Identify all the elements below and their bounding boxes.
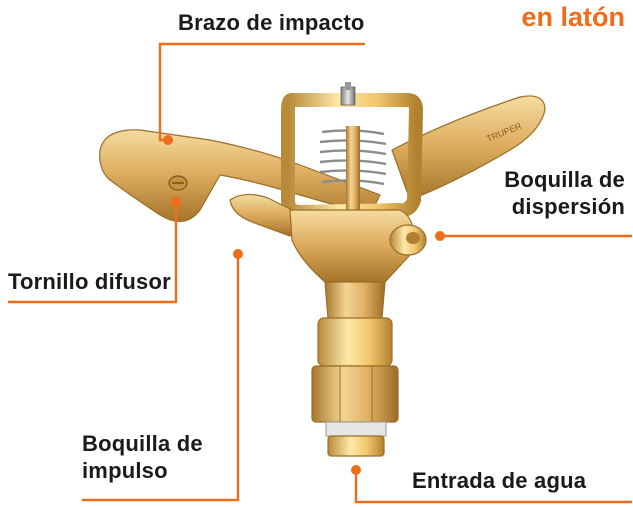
label-entrada-de-agua: Entrada de agua	[412, 468, 587, 493]
label-boquilla-de-impulso: Boquilla de impulso	[82, 430, 203, 484]
neck	[324, 281, 386, 323]
dot-tornillo	[171, 197, 181, 207]
dot-impulso	[233, 249, 243, 259]
hex-nut	[311, 365, 399, 423]
label-boquilla-de-dispersion: Boquilla de dispersión	[504, 166, 625, 220]
leader-entrada	[354, 470, 632, 504]
title: en latón	[521, 2, 625, 32]
dot-brazo	[163, 135, 173, 145]
leader-brazo	[158, 42, 365, 142]
impact-arm	[99, 129, 381, 222]
upper-collar	[317, 317, 393, 367]
label-brazo-de-impacto: Brazo de impacto	[178, 10, 365, 35]
label-impulso-line1: Boquilla de	[82, 431, 203, 456]
leader-tornillo	[8, 202, 178, 304]
label-impulso-line2: impulso	[82, 458, 168, 483]
dot-entrada	[351, 465, 361, 475]
label-dispersion-line1: Boquilla de	[504, 167, 625, 192]
washer	[325, 421, 387, 437]
label-dispersion-line2: dispersión	[511, 194, 625, 219]
label-tornillo-difusor: Tornillo difusor	[8, 269, 171, 294]
leader-impulso	[82, 254, 240, 502]
spring-core	[346, 126, 360, 216]
dot-dispersion	[435, 231, 445, 241]
impact-arm-tail	[391, 95, 546, 201]
water-inlet	[327, 435, 385, 457]
